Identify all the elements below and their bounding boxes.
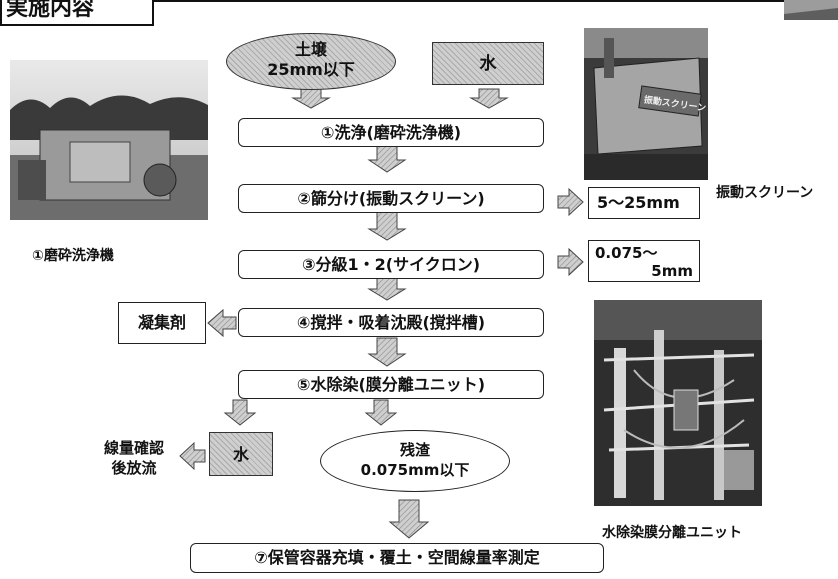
soil-size-label: 25mm以下 — [267, 60, 355, 79]
section-title: 実施内容 — [0, 0, 154, 26]
corner-photo — [784, 0, 838, 20]
cyclone-size-line2: 5mm — [651, 262, 693, 280]
step-membrane: ⑤水除染(膜分離ユニット) — [238, 370, 544, 399]
arrow-soil-to-wash — [291, 88, 331, 109]
residue-output: 残渣 0.075mm以下 — [320, 430, 510, 492]
arrow-wash-to-screen — [367, 145, 407, 173]
membrane-photo — [594, 300, 762, 506]
arrow-to-residue — [364, 399, 398, 426]
grinder-photo-label: ①磨砕洗浄機 — [32, 248, 114, 264]
discharge-line2: 後放流 — [111, 459, 157, 477]
screen-size-output: 5～25mm — [588, 187, 700, 219]
discharge-line1: 線量確認 — [103, 439, 164, 457]
soil-label: 土壌 — [294, 40, 327, 59]
arrow-to-discharge — [179, 441, 206, 471]
arrow-screen-to-cyclone — [367, 209, 407, 241]
step-screen: ②篩分け(振動スクリーン) — [238, 184, 544, 213]
arrow-to-coagulant — [207, 308, 237, 338]
discharge-label: 線量確認 後放流 — [89, 438, 179, 478]
arrow-cyclone-to-stir — [367, 277, 407, 301]
header-rule — [154, 0, 838, 2]
residue-label: 残渣 — [399, 441, 430, 459]
arrow-water-to-wash — [469, 88, 509, 109]
screen-photo: 振動スクリーン — [584, 28, 708, 180]
water-input: 水 — [432, 42, 544, 85]
step-cyclone: ③分級1・2(サイクロン) — [238, 250, 544, 279]
screen-photo-label: 振動スクリーン — [716, 185, 814, 201]
arrow-to-size-output — [557, 187, 584, 217]
step-storage: ⑦保管容器充填・覆土・空間線量率測定 — [190, 543, 604, 573]
water-input-label: 水 — [479, 54, 497, 74]
arrow-to-fine-output — [557, 247, 584, 277]
cyclone-size-line1: 0.075～ — [595, 244, 658, 262]
soil-input: 土壌 25mm以下 — [226, 33, 396, 90]
grinder-photo — [10, 60, 208, 220]
water-output: 水 — [209, 432, 273, 476]
water-output-label: 水 — [232, 445, 249, 464]
cyclone-size-output: 0.075～ 5mm — [588, 240, 700, 282]
membrane-photo-label: 水除染膜分離ユニット — [602, 525, 742, 541]
arrow-stir-to-membrane — [367, 337, 407, 367]
step-wash: ①洗浄(磨砕洗浄機) — [238, 118, 544, 147]
step-stir: ④撹拌・吸着沈殿(撹拌槽) — [238, 308, 544, 337]
coagulant-box: 凝集剤 — [118, 302, 206, 344]
arrow-to-water-out — [223, 399, 257, 426]
residue-size-label: 0.075mm以下 — [360, 461, 470, 479]
arrow-residue-to-storage — [388, 499, 430, 539]
